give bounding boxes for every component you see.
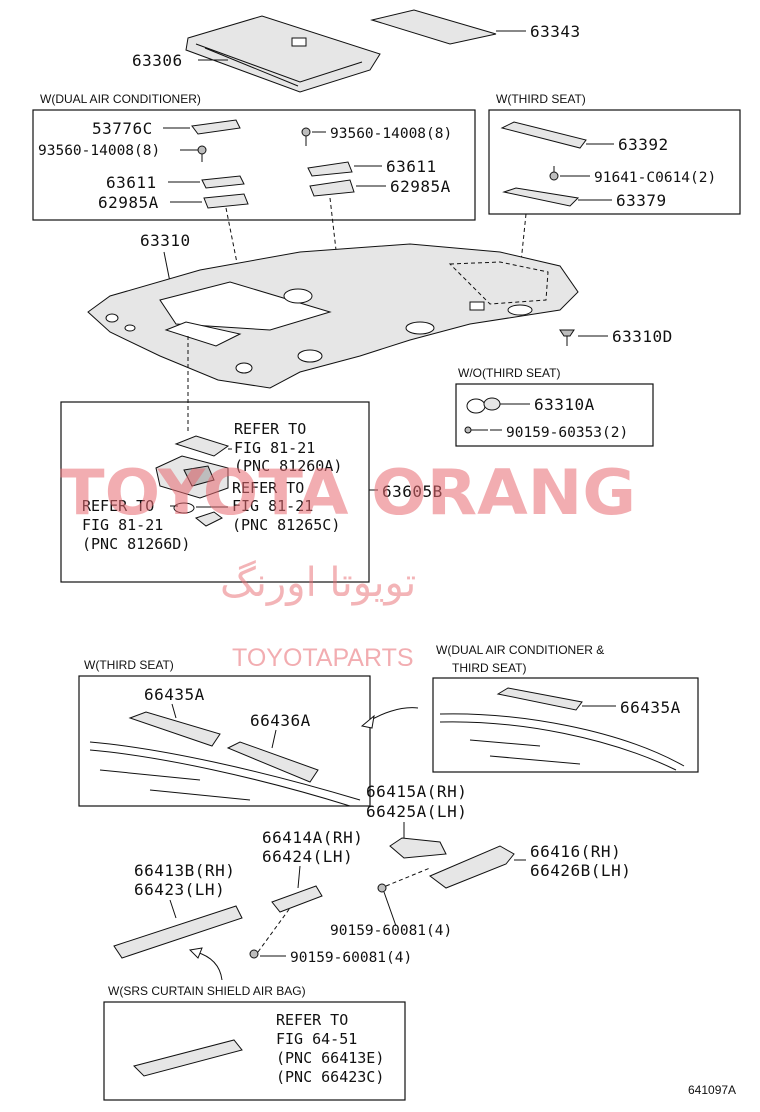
- part-62985A-left: 62985A: [98, 193, 159, 212]
- part-63310D: 63310D: [612, 327, 673, 346]
- part-66424: 66424(LH): [262, 847, 353, 866]
- part-66436A: 66436A: [250, 711, 311, 730]
- refer1-line2: FIG 81-21: [234, 439, 315, 457]
- map-lamp-assembly: [155, 435, 230, 527]
- part-93560-right: 93560-14008(8): [330, 126, 452, 142]
- screw-icon: [377, 883, 387, 893]
- headliner-63310: [87, 243, 579, 389]
- watermark-site: TOYOTAPARTS: [232, 644, 414, 672]
- part-90159-60081-a: 90159-60081(4): [330, 923, 452, 939]
- part-66415A: 66415A(RH): [366, 782, 467, 801]
- part-63310A: 63310A: [534, 395, 595, 414]
- map-lamp-box: [60, 401, 370, 583]
- duct-63392: [500, 121, 587, 149]
- part-90159-60081-b: 90159-60081(4): [290, 950, 412, 966]
- refer2-line2: FIG 81-21: [232, 497, 313, 515]
- caption-dual-ac: W(DUAL AIR CONDITIONER): [40, 92, 201, 106]
- duct-66416: [429, 845, 515, 889]
- refer4-line3: (PNC 66413E): [276, 1049, 384, 1067]
- screw-icon: [301, 127, 311, 146]
- caption-dual-ac-third-2: THIRD SEAT): [452, 661, 526, 675]
- watermark-arabic: تویوتا اورنگ: [220, 560, 416, 606]
- refer1-line3: (PNC 81260A): [234, 457, 342, 475]
- caption-third-seat-bottom: W(THIRD SEAT): [84, 658, 174, 672]
- refer4-line2: FIG 64-51: [276, 1030, 357, 1048]
- refer4-line1: REFER TO: [276, 1011, 348, 1029]
- part-63343: 63343: [530, 22, 581, 41]
- part-53776C: 53776C: [92, 119, 153, 138]
- roof-outline-right: [439, 713, 685, 771]
- caption-wo-third-seat: W/O(THIRD SEAT): [458, 366, 560, 380]
- part-62985A-right: 62985A: [390, 177, 451, 196]
- curtain-bracket: [133, 1039, 243, 1077]
- duct-66435A-right: [496, 687, 583, 711]
- arrow-icon: [195, 951, 223, 981]
- arrow-icon: [367, 707, 419, 723]
- part-66416: 66416(RH): [530, 842, 621, 861]
- wo-third-seat-box: [455, 383, 654, 447]
- screw-icon: [464, 426, 488, 434]
- cover-63611-left: [201, 175, 245, 189]
- dual-ac-box: [32, 109, 476, 221]
- watermark-brand: TOYOTA ORANG: [60, 456, 636, 529]
- screw-icon: [549, 166, 559, 181]
- figure-id: 641097A: [688, 1083, 736, 1097]
- sunshade-panel-63306: [185, 15, 381, 93]
- part-66413B: 66413B(RH): [134, 861, 235, 880]
- part-90159-60353: 90159-60353(2): [506, 425, 628, 441]
- register-62985A-left: [203, 193, 249, 209]
- third-seat-box: [488, 109, 741, 215]
- duct-66413B: [113, 905, 243, 959]
- duct-66414A: [271, 885, 323, 913]
- refer1-line1: REFER TO: [234, 420, 306, 438]
- dual-ac-third-box: [432, 677, 699, 773]
- duct-66435A-left: [128, 711, 221, 747]
- cover-63611-right: [307, 161, 353, 177]
- refer2-line3: (PNC 81265C): [232, 516, 340, 534]
- part-63611-left: 63611: [106, 173, 157, 192]
- part-63605B: 63605B: [382, 482, 443, 501]
- part-66414A: 66414A(RH): [262, 828, 363, 847]
- refer3-line2: FIG 81-21: [82, 516, 163, 534]
- panel-63343: [370, 9, 497, 45]
- part-63310: 63310: [140, 231, 191, 250]
- refer3-line3: (PNC 81266D): [82, 535, 190, 553]
- caption-srs: W(SRS CURTAIN SHIELD AIR BAG): [108, 984, 306, 998]
- duct-66436A: [226, 741, 319, 783]
- caption-dual-ac-third-1: W(DUAL AIR CONDITIONER &: [436, 643, 604, 657]
- duct-53776C: [191, 119, 241, 135]
- part-66426B: 66426B(LH): [530, 861, 631, 880]
- part-63379: 63379: [616, 191, 667, 210]
- part-63392: 63392: [618, 135, 669, 154]
- part-66435A-left: 66435A: [144, 685, 205, 704]
- cover-63379: [502, 187, 580, 207]
- part-63306: 63306: [132, 51, 183, 70]
- cap-63310A: [466, 397, 501, 414]
- refer4-line4: (PNC 66423C): [276, 1068, 384, 1086]
- screw-icon: [249, 949, 259, 959]
- refer2-line1: REFER TO: [232, 479, 304, 497]
- clip-63310D: [559, 329, 575, 346]
- screw-icon: [197, 145, 207, 162]
- refer3-line1: REFER TO: [82, 497, 154, 515]
- part-63611-right: 63611: [386, 157, 437, 176]
- part-66435A-right: 66435A: [620, 698, 681, 717]
- third-seat-bottom-box: [78, 675, 371, 807]
- caption-third-seat-top: W(THIRD SEAT): [496, 92, 586, 106]
- register-62985A-right: [309, 179, 355, 197]
- part-91641: 91641-C0614(2): [594, 170, 716, 186]
- srs-box: [103, 1001, 406, 1101]
- part-66423: 66423(LH): [134, 880, 225, 899]
- roof-outline-left: [89, 741, 361, 807]
- bracket-66415A: [389, 837, 447, 859]
- part-93560-left: 93560-14008(8): [38, 143, 160, 159]
- part-66425A: 66425A(LH): [366, 802, 467, 821]
